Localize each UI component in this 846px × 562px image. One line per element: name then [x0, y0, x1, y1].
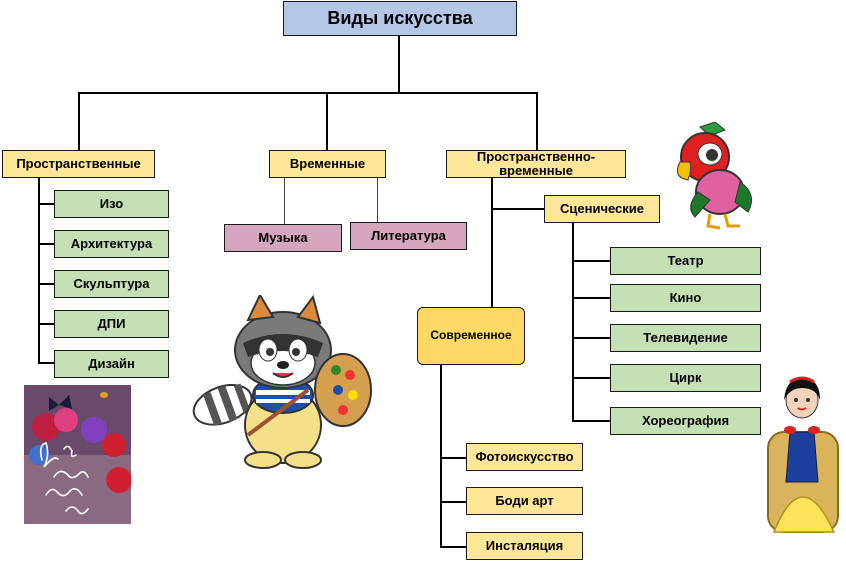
connector [377, 178, 378, 222]
connector [440, 364, 442, 547]
node-dpi: ДПИ [54, 310, 169, 338]
node-television: Телевидение [610, 324, 761, 352]
connector [440, 457, 467, 459]
connector [78, 92, 80, 150]
node-installation: Инсталяция [466, 532, 583, 560]
node-photo: Фотоискусство [466, 443, 583, 471]
connector [38, 243, 54, 245]
node-theatre: Театр [610, 247, 761, 275]
node-cinema: Кино [610, 284, 761, 312]
connector [78, 92, 537, 94]
raccoon-painter-illustration [192, 295, 372, 469]
connector [284, 178, 285, 224]
connector [491, 208, 545, 210]
connector [38, 203, 54, 205]
connector [536, 92, 538, 150]
princess-illustration [767, 376, 839, 533]
node-bodyart: Боди арт [466, 487, 583, 515]
branch-spatiotemporal: Пространственно-временные [446, 149, 626, 178]
node-circus: Цирк [610, 364, 761, 392]
connector [326, 92, 328, 150]
connector [572, 297, 611, 299]
node-architecture: Архитектура [54, 230, 169, 258]
node-music: Музыка [224, 224, 342, 252]
connector [398, 36, 400, 93]
parrot-illustration [676, 122, 753, 230]
flower-greeting-card-image [24, 385, 131, 524]
node-literature: Литература [350, 222, 467, 250]
branch-spatial: Пространственные [2, 150, 155, 178]
node-izo: Изо [54, 190, 169, 218]
connector [38, 362, 54, 364]
connector [38, 283, 54, 285]
root-node: Виды искусства [283, 1, 517, 36]
connector [572, 377, 611, 379]
connector [491, 178, 493, 308]
node-stage: Сценические [544, 195, 660, 223]
connector [572, 222, 574, 421]
connector [38, 177, 40, 363]
branch-temporal: Временные [269, 150, 386, 178]
node-choreography: Хореография [610, 407, 761, 435]
connector [440, 546, 467, 548]
node-modern: Современное [417, 307, 525, 365]
connector [572, 420, 611, 422]
connector [440, 501, 467, 503]
node-sculpture: Скульптура [54, 270, 169, 298]
connector [572, 260, 611, 262]
node-design: Дизайн [54, 350, 169, 378]
connector [572, 337, 611, 339]
connector [38, 323, 54, 325]
